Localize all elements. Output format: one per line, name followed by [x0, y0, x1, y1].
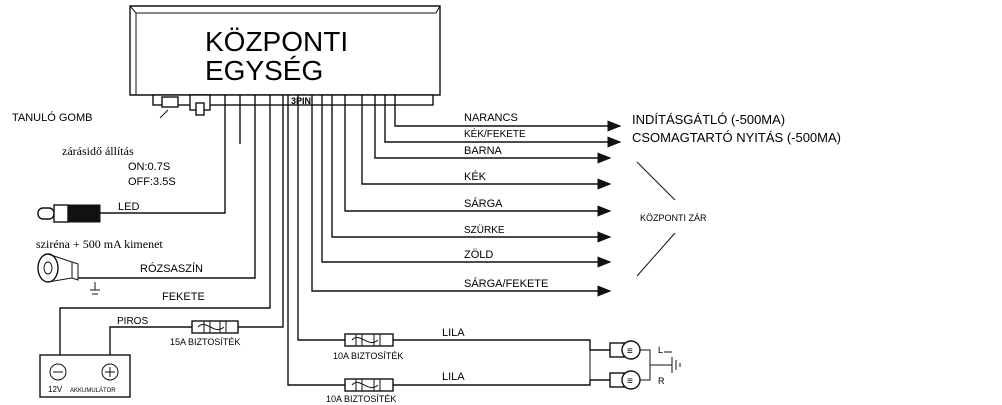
siren-title: sziréna + 500 mA kimenet — [36, 237, 163, 251]
ground-icon — [671, 357, 681, 373]
bottom-wires — [287, 95, 672, 386]
trunk-release-label: CSOMAGTARTÓ NYITÁS (-500MA) — [632, 130, 841, 145]
siren-icon — [37, 253, 100, 295]
wire-label-grey: SZÜRKE — [464, 224, 505, 236]
purple-wire-label-1: LILA — [442, 327, 465, 339]
wire-label-orange: NARANCS — [464, 112, 518, 124]
central-unit: KÖZPONTI EGYSÉG 3PIN — [129, 5, 441, 116]
wire-label-blue-black: KÉK/FEKETE — [464, 127, 526, 140]
fuse-15a-label: 15A BIZTOSÍTÉK — [170, 337, 240, 347]
fuse-icon — [344, 333, 394, 347]
fuse-icon — [344, 378, 394, 392]
right-indicator-label: R — [658, 376, 665, 386]
led-icon — [37, 204, 101, 223]
lock-time-switch-knob[interactable] — [195, 102, 205, 116]
left-indicator-label: L — [658, 345, 663, 355]
svg-text:≡: ≡ — [627, 346, 633, 357]
lock-time-on: ON:0.7S — [128, 161, 170, 173]
wire-label-yellow: SÁRGA — [464, 197, 503, 210]
fuse-10a-label-1: 10A BIZTOSÍTÉK — [333, 351, 403, 361]
central-lock-label: KÖZPONTI ZÁR — [640, 213, 707, 223]
learn-button-label: TANULÓ GOMB — [12, 111, 92, 124]
purple-wire-label-2: LILA — [442, 371, 465, 383]
unit-title-line1: KÖZPONTI — [205, 26, 348, 57]
battery-label: AKKUMULÁTOR — [70, 387, 116, 394]
wire-label-blue: KÉK — [464, 170, 487, 183]
battery-icon: 12V AKKUMULÁTOR — [39, 354, 131, 398]
fuse-icon — [191, 320, 239, 334]
fuse-10a-label-2: 10A BIZTOSÍTÉK — [326, 394, 396, 404]
black-wire-label: FEKETE — [162, 291, 205, 303]
siren-wire-label: RÓZSASZÍN — [140, 262, 203, 275]
red-wire-label: PIROS — [117, 316, 148, 327]
immobilizer-label: INDÍTÁSGÁTLÓ (-500MA) — [632, 112, 785, 127]
connector-strip — [152, 94, 434, 106]
connector-label: 3PIN — [291, 96, 311, 106]
svg-text:≡: ≡ — [627, 376, 633, 387]
left-wires — [59, 95, 284, 355]
battery-voltage: 12V — [48, 385, 63, 394]
central-lock-bracket — [636, 161, 676, 277]
led-wire-label: LED — [118, 201, 139, 213]
wire-label-green: ZÖLD — [464, 249, 493, 261]
lamp-icon: ≡ — [609, 340, 641, 360]
wire-label-yellow-black: SÁRGA/FEKETE — [464, 277, 548, 290]
wire-label-brown: BARNA — [464, 145, 503, 157]
lamp-icon: ≡ — [609, 370, 641, 390]
lock-time-title: zárásidő állítás — [62, 144, 134, 158]
learn-button-pointer — [159, 109, 169, 119]
learn-button[interactable] — [161, 96, 179, 108]
unit-title-line2: EGYSÉG — [205, 55, 323, 86]
lock-time-off: OFF:3.5S — [128, 176, 176, 188]
right-wires — [311, 95, 622, 297]
